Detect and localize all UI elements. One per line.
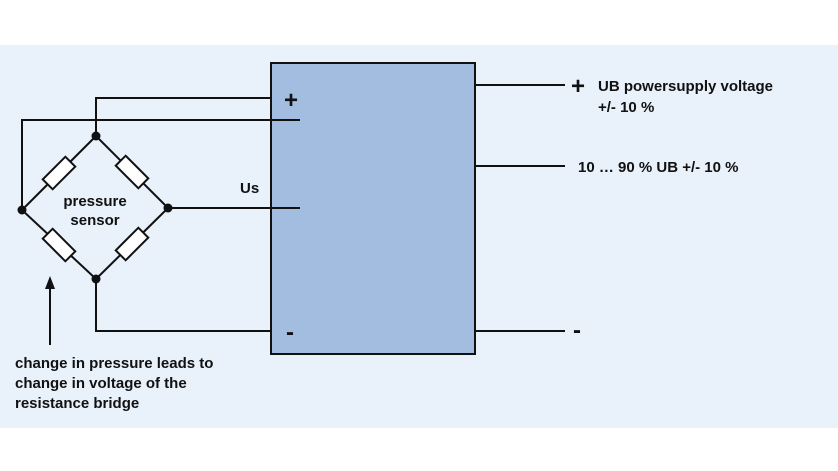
output-supply-label-line1: UB powersupply voltage bbox=[598, 78, 773, 95]
node-bottom bbox=[91, 274, 101, 284]
resistor-bottom-left bbox=[41, 227, 77, 263]
resistor-bottom-right bbox=[114, 226, 150, 262]
signal-label: Us bbox=[240, 180, 259, 197]
module-minus-sign: - bbox=[286, 319, 294, 346]
note-line3: resistance bridge bbox=[15, 395, 139, 412]
resistor-top-right bbox=[114, 154, 150, 190]
node-right bbox=[163, 203, 173, 213]
resistor-top-left bbox=[41, 155, 77, 191]
output-supply-label-line2: +/- 10 % bbox=[598, 99, 654, 116]
transmitter-module bbox=[270, 62, 476, 355]
wire-left-node bbox=[21, 119, 300, 210]
output-minus-sign: - bbox=[573, 317, 581, 344]
sensor-label-line1: pressure bbox=[63, 193, 126, 210]
node-top bbox=[91, 131, 101, 141]
note-line1: change in pressure leads to bbox=[15, 355, 213, 372]
module-plus-sign: + bbox=[284, 87, 298, 114]
note-arrow-head bbox=[45, 276, 55, 289]
wire-supply-positive bbox=[95, 97, 271, 136]
sensor-label-line2: sensor bbox=[70, 212, 119, 229]
note-line2: change in voltage of the bbox=[15, 375, 187, 392]
wire-ground bbox=[95, 279, 271, 332]
output-plus-sign: + bbox=[571, 73, 585, 100]
output-signal-label: 10 … 90 % UB +/- 10 % bbox=[578, 159, 739, 176]
node-left bbox=[17, 205, 27, 215]
